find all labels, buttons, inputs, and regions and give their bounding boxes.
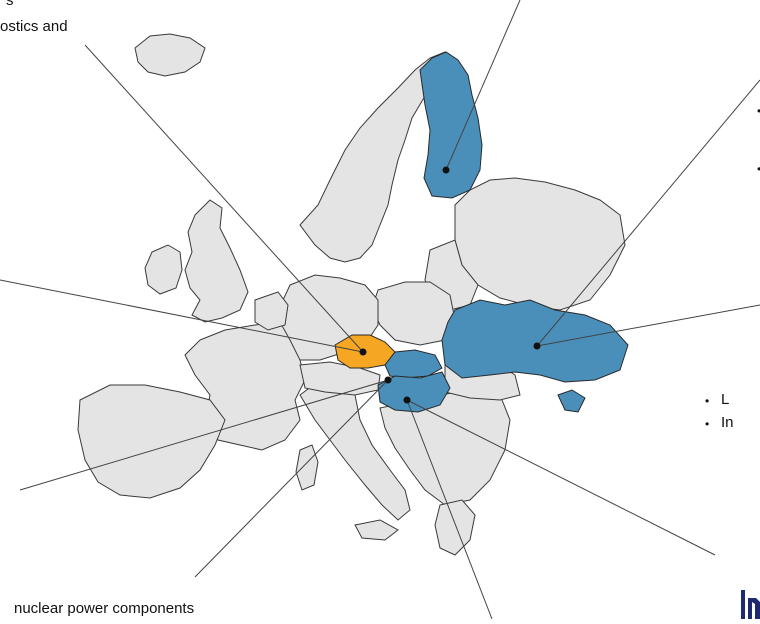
sicily xyxy=(354,519,399,541)
bullet-4: • xyxy=(705,417,710,431)
great-britain xyxy=(184,199,249,323)
ireland xyxy=(144,244,183,295)
leader-line-ukraine-right xyxy=(536,304,760,347)
land-layer xyxy=(77,33,626,556)
top-left-label-line1: s xyxy=(6,0,14,9)
poland xyxy=(371,281,456,346)
marker-czech-republic xyxy=(359,348,367,356)
region-slovakia xyxy=(384,349,443,379)
marker-ukraine xyxy=(533,342,541,350)
marker-slovakia xyxy=(384,376,392,384)
top-left-label-line2: ostics and xyxy=(0,18,68,35)
highlight-layer xyxy=(334,51,629,413)
iberia xyxy=(77,384,226,499)
bullet-1: • xyxy=(757,104,760,118)
logo-fragment-icon xyxy=(741,590,760,619)
leader-line-czech-top xyxy=(84,44,364,353)
bullet-3: • xyxy=(705,394,710,408)
benelux xyxy=(254,291,289,331)
right-label-line2: In xyxy=(721,414,734,431)
region-hungary xyxy=(377,371,451,413)
leader-line-czech-left xyxy=(0,279,364,353)
markers xyxy=(359,166,541,404)
bottom-left-label: nuclear power components xyxy=(14,600,195,617)
region-ukraine xyxy=(441,299,629,383)
leader-line-slovakia-bottom xyxy=(194,379,389,578)
greece xyxy=(434,499,476,556)
right-label-line1: L xyxy=(721,391,730,408)
region-crimea xyxy=(557,389,586,413)
marker-hungary xyxy=(403,396,411,404)
sardinia xyxy=(295,444,319,491)
region-finland xyxy=(419,51,483,199)
russia-west xyxy=(454,177,626,311)
marker-finland xyxy=(442,166,450,174)
leader-line-hungary-bottom xyxy=(406,399,493,620)
iceland xyxy=(134,33,206,77)
leader-line-slovakia-left xyxy=(19,379,389,491)
leader-line-ukraine-top xyxy=(536,79,760,347)
bullet-2: • xyxy=(757,162,760,176)
leader-line-hungary-right xyxy=(406,399,716,556)
leader-line-finland xyxy=(445,0,521,171)
